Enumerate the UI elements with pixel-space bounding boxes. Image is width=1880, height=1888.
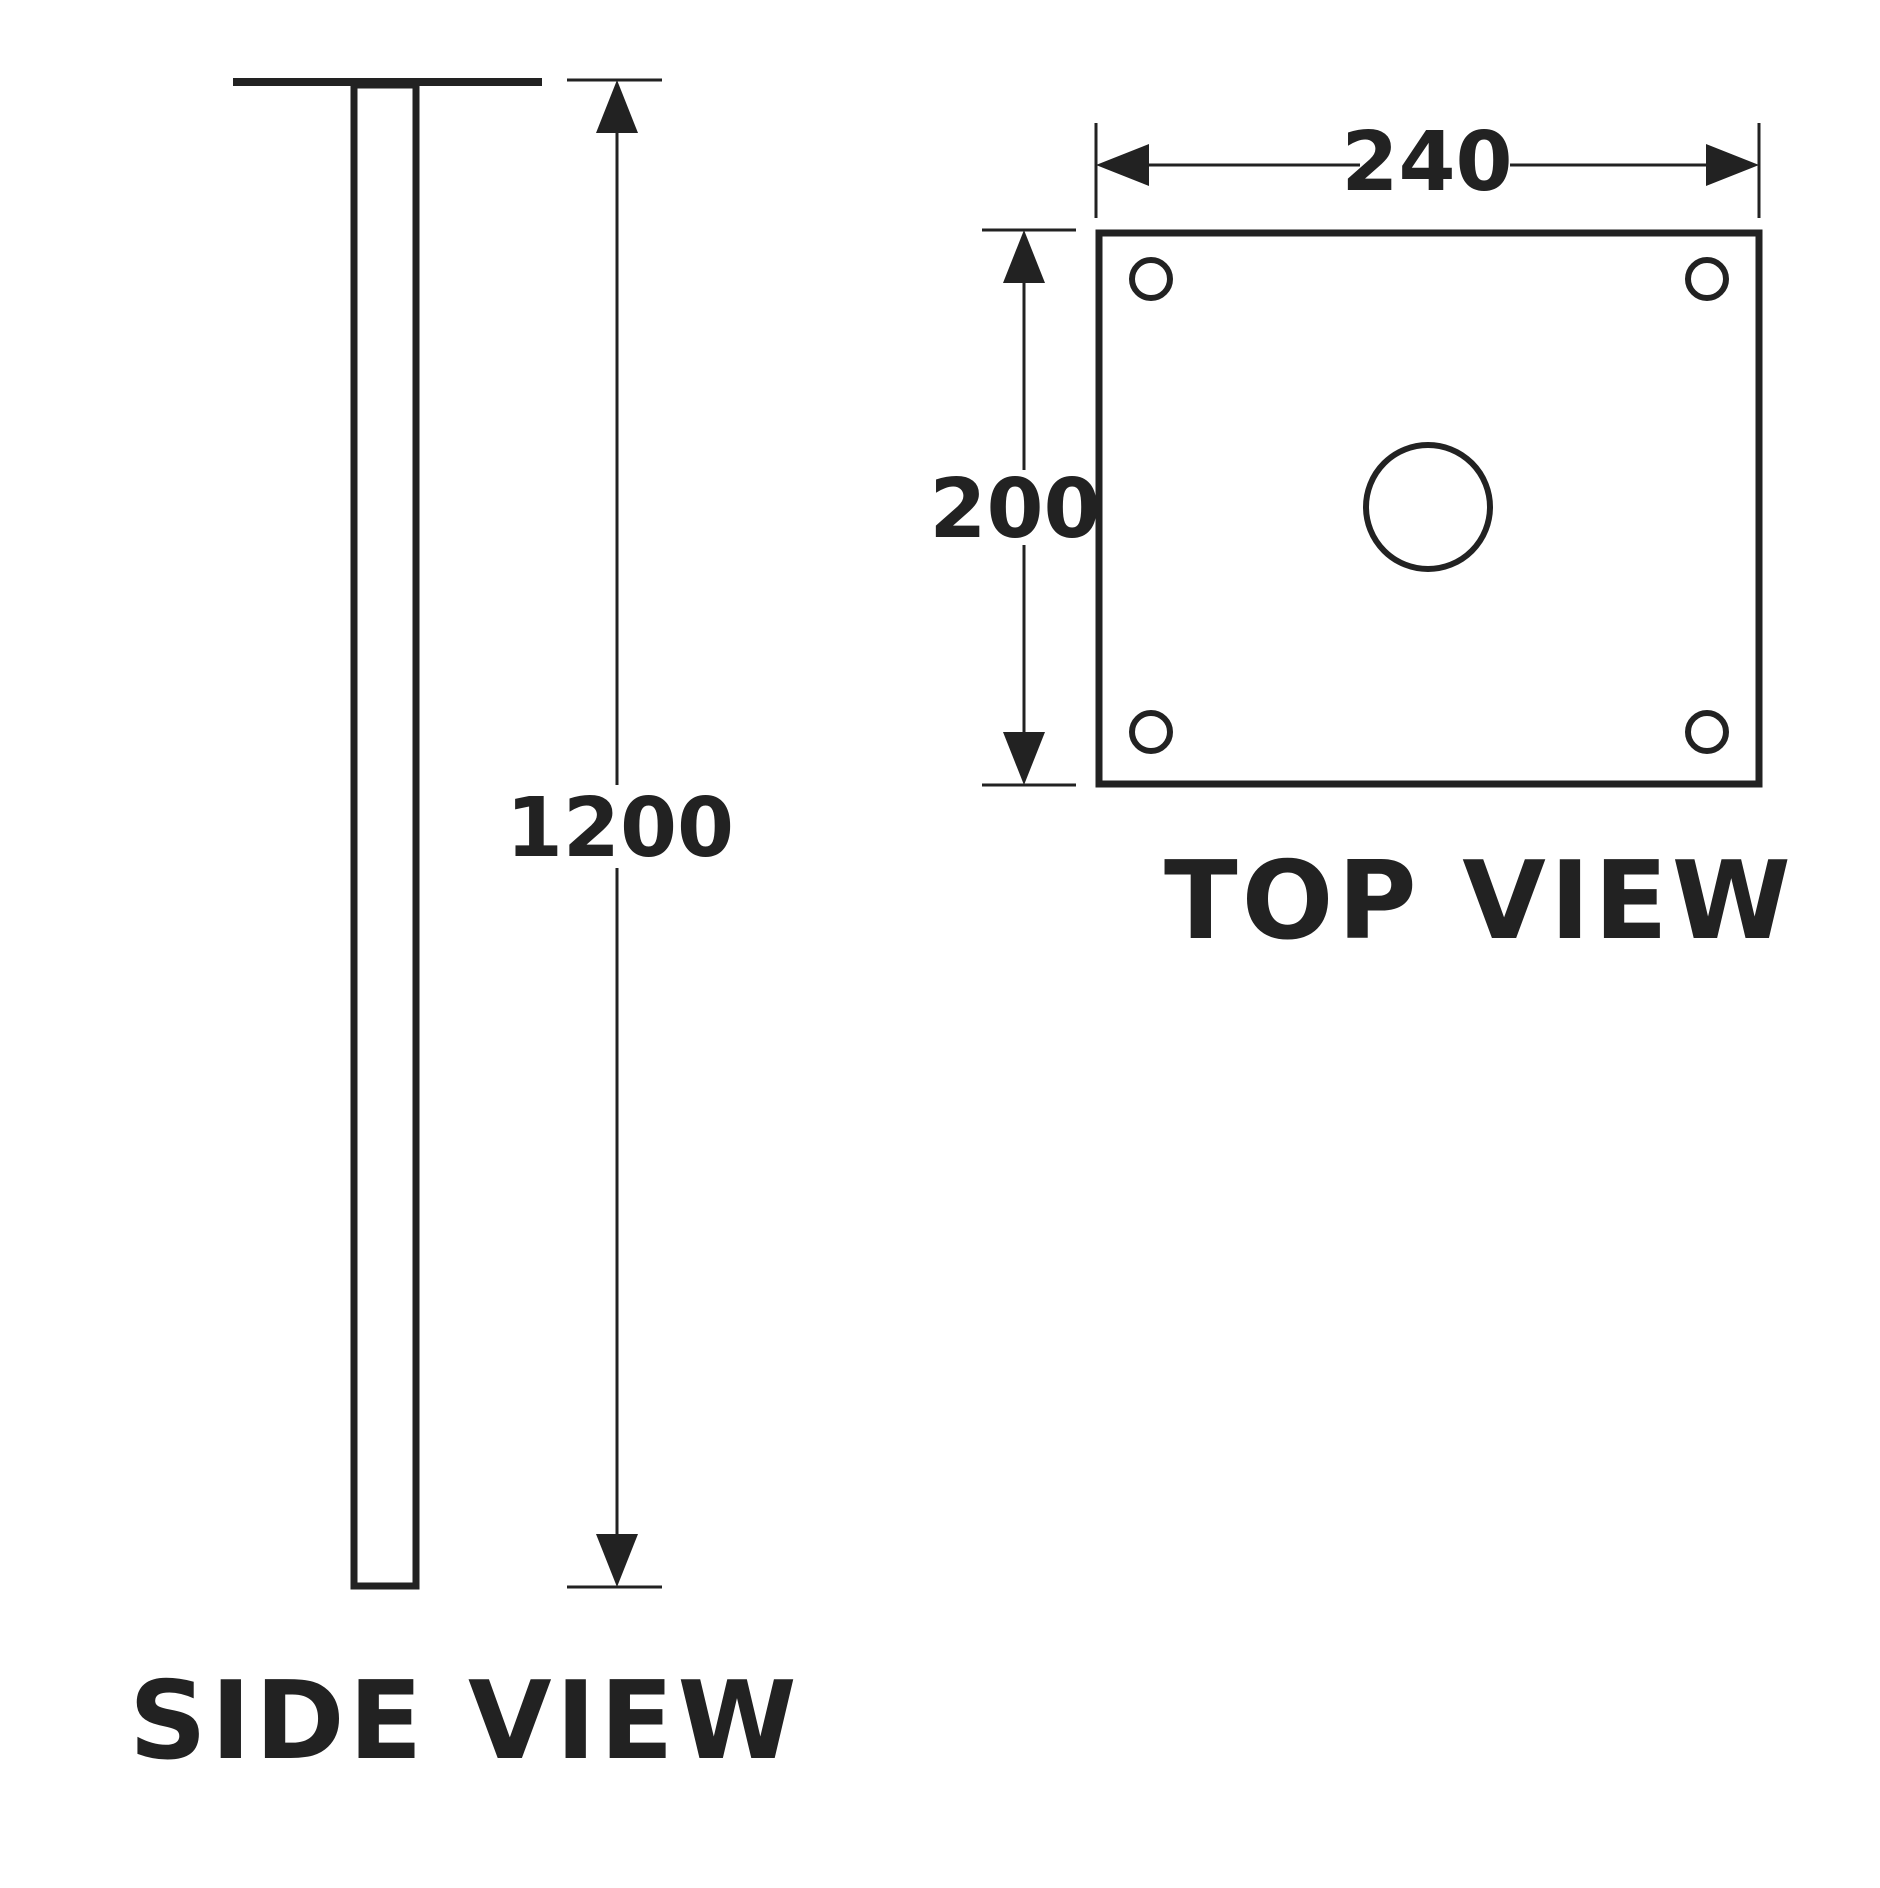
side-view-height-dimension: 1200 [506, 78, 734, 1589]
dimension-arrow-up-icon [596, 80, 638, 133]
dimension-arrow-up-icon [1003, 230, 1045, 283]
top-view-plate [1095, 229, 1763, 788]
side-view-title: SIDE VIEW [129, 1659, 801, 1784]
dimension-arrow-down-icon [1003, 732, 1045, 785]
top-view-title: TOP VIEW [1164, 839, 1795, 964]
top-view-corner-hole-top-left [1129, 257, 1173, 301]
dimension-arrow-down-icon [596, 1534, 638, 1587]
top-view-center-hole [1363, 442, 1493, 572]
dimension-arrow-right-icon [1706, 144, 1759, 186]
side-view-post [350, 81, 420, 1590]
dimension-arrow-left-icon [1096, 144, 1149, 186]
top-view-depth-dimension: 200 [929, 228, 1101, 787]
top-view: 240 200 TOP VIEW [929, 115, 1795, 964]
side-view: 1200 SIDE VIEW [129, 78, 801, 1784]
top-view-corner-hole-top-right [1685, 257, 1729, 301]
top-view-corner-hole-bottom-left [1129, 710, 1173, 754]
side-view-height-label: 1200 [506, 781, 734, 876]
top-view-width-label: 240 [1341, 115, 1512, 210]
top-view-width-dimension: 240 [1094, 115, 1761, 218]
top-view-depth-label: 200 [929, 462, 1100, 557]
top-view-corner-hole-bottom-right [1685, 710, 1729, 754]
